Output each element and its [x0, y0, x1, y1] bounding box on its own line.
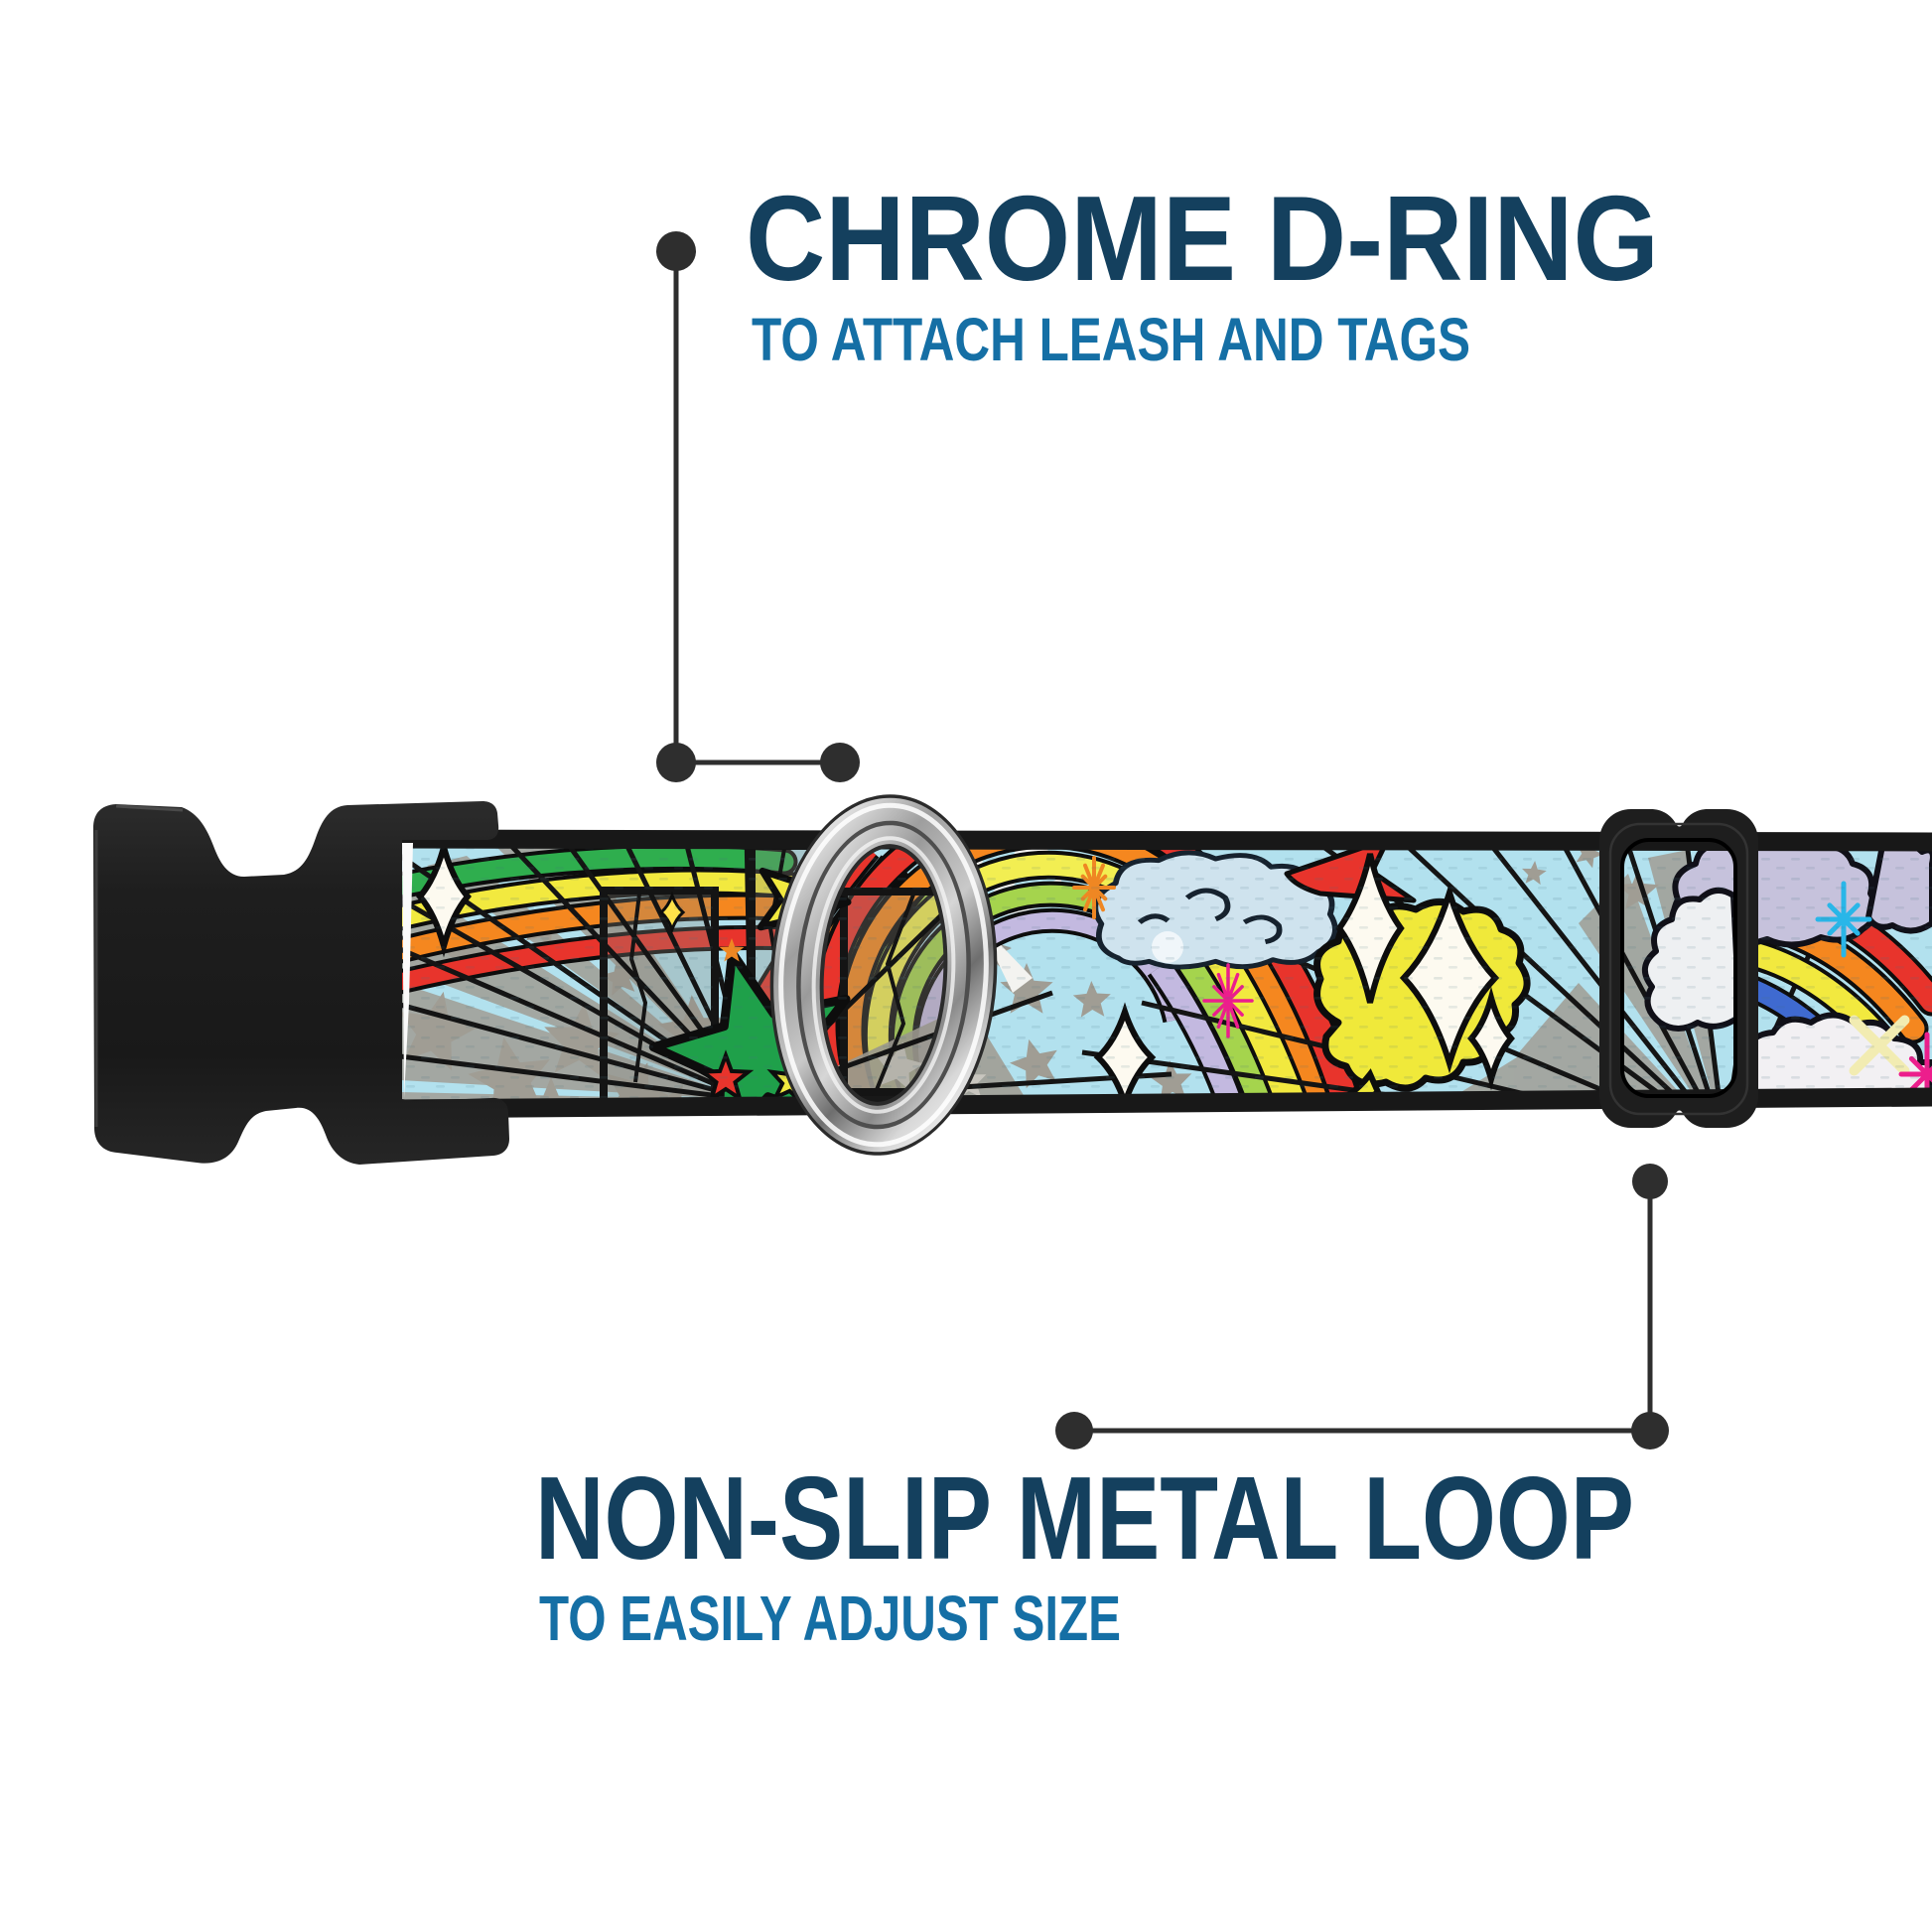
svg-text:CHROME D-RING: CHROME D-RING [746, 171, 1659, 306]
svg-text:TO ATTACH LEASH AND TAGS: TO ATTACH LEASH AND TAGS [752, 306, 1470, 373]
svg-text:NON-SLIP METAL LOOP: NON-SLIP METAL LOOP [535, 1452, 1634, 1585]
svg-text:TO EASILY ADJUST SIZE: TO EASILY ADJUST SIZE [539, 1583, 1121, 1654]
